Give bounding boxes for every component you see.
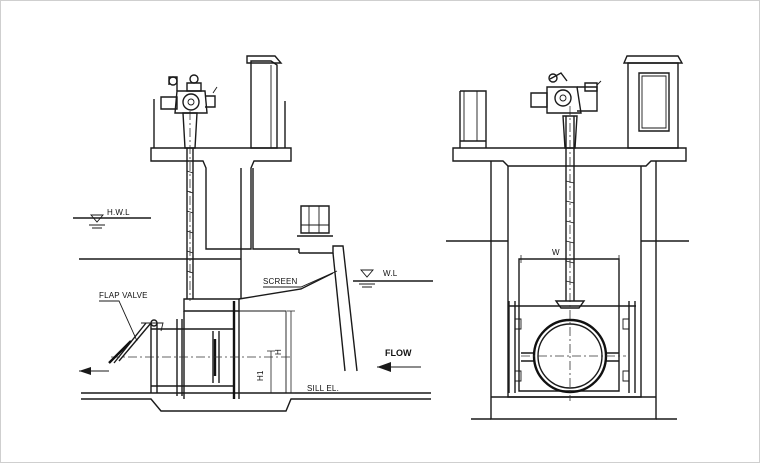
front-stem <box>565 116 575 301</box>
w-label: W <box>552 248 560 257</box>
control-panel-roof <box>622 55 684 64</box>
gate-frame <box>237 310 287 393</box>
actuator-left <box>160 74 218 114</box>
deck-slab <box>150 147 292 250</box>
control-panel-front <box>627 62 679 149</box>
gate-leaf-top <box>183 298 240 312</box>
front-view: W <box>446 55 689 420</box>
wl-label: W.L <box>383 269 398 278</box>
section-view: H.W.L SCREEN W.L <box>73 55 433 412</box>
hwl-marker <box>90 214 104 223</box>
control-panel-door <box>638 72 670 132</box>
hwl-label: H.W.L <box>107 208 130 217</box>
screen-label: SCREEN <box>263 277 298 286</box>
front-gate-frame <box>518 258 620 392</box>
gate-stem <box>186 148 194 299</box>
h-label: H <box>274 349 283 355</box>
front-railing <box>459 90 487 148</box>
front-deck <box>452 147 687 167</box>
actuator-right <box>530 72 602 114</box>
pipe-body <box>151 328 233 387</box>
h1-label: H1 <box>256 370 265 381</box>
front-outer-walls <box>490 161 657 420</box>
flap-valve-label: FLAP VALVE <box>99 291 148 300</box>
wl-marker <box>360 269 374 278</box>
control-panel-side <box>250 60 278 149</box>
dim-h1 <box>267 350 275 393</box>
breast-wall <box>299 245 358 372</box>
right-railing <box>300 205 330 234</box>
channel-floor <box>81 398 431 412</box>
sill-label: SILL EL. <box>307 384 339 393</box>
flow-label: FLOW <box>385 348 412 358</box>
dim-h <box>287 310 295 394</box>
